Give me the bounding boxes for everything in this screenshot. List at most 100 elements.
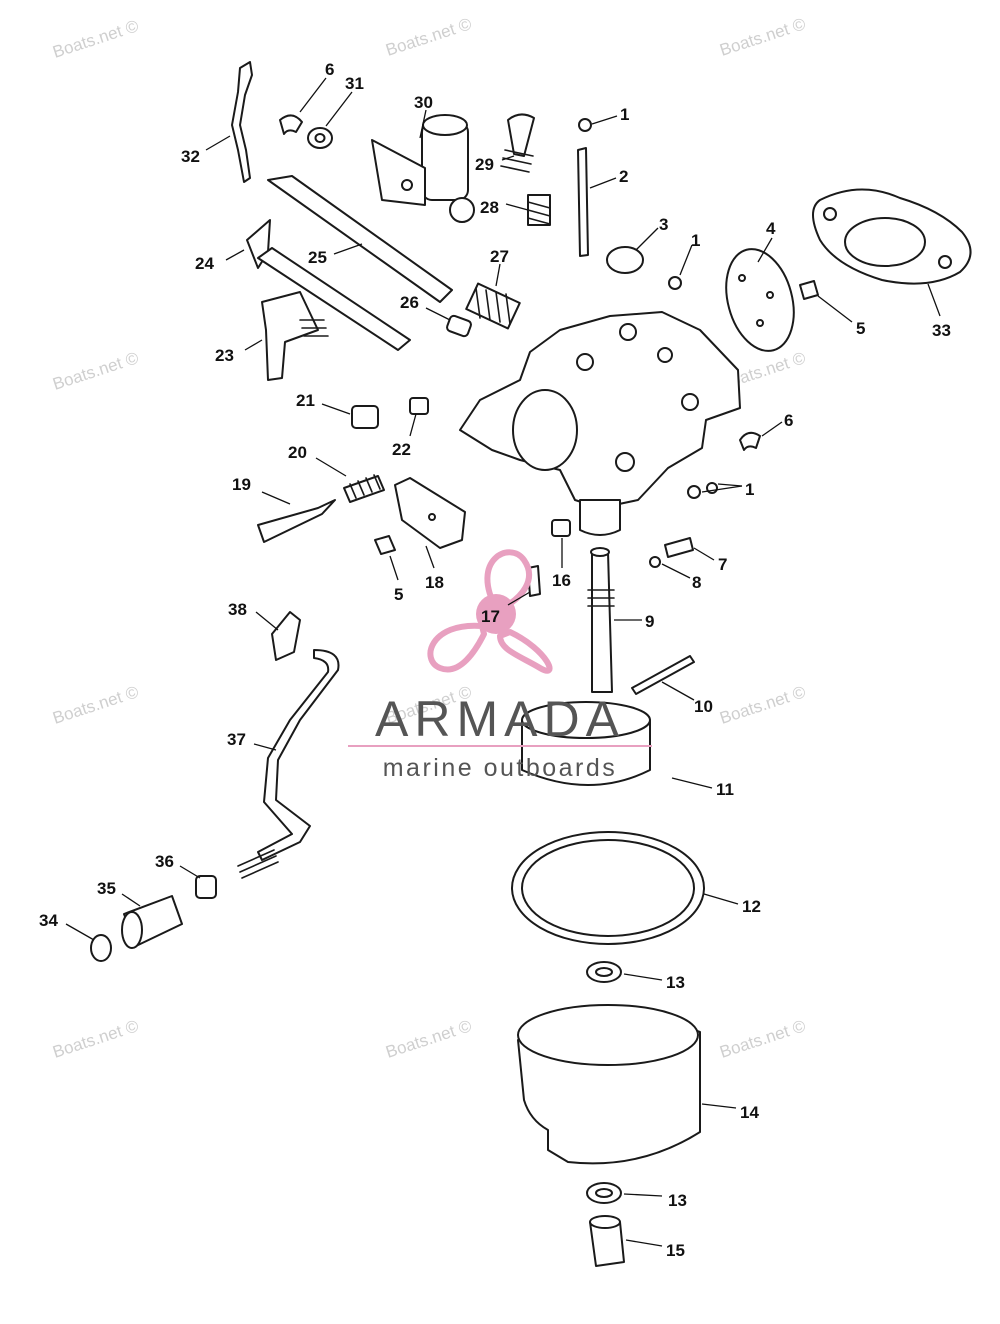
propeller-blade — [497, 629, 553, 674]
callout-label: 3 — [659, 215, 668, 234]
plate-hole — [428, 513, 436, 521]
callout-label: 25 — [308, 248, 327, 267]
leader-line — [679, 244, 693, 276]
float-hinge-top — [590, 547, 610, 557]
callout-label: 5 — [856, 319, 865, 338]
choke-rod-shape — [257, 649, 340, 861]
watermark: Boats.net © — [50, 16, 141, 62]
leader-line — [495, 263, 501, 287]
callout-label: 24 — [195, 254, 214, 273]
leader-line — [65, 923, 95, 941]
cover-plate-shape — [394, 477, 466, 549]
leader-line — [299, 77, 327, 113]
callout-label: 7 — [718, 555, 727, 574]
leader-line — [253, 743, 277, 751]
body-port — [619, 323, 637, 341]
callout-label: 14 — [740, 1103, 759, 1122]
callout-label: 2 — [619, 167, 628, 186]
screw-threads — [500, 149, 534, 173]
leader-line — [701, 485, 743, 493]
spring-shape — [343, 475, 385, 503]
callout-label: 9 — [645, 612, 654, 631]
parts-drawing — [90, 61, 972, 1267]
leader-line — [425, 545, 435, 569]
pin-shape — [577, 147, 589, 257]
e-clip-shape — [279, 114, 303, 135]
leader-line — [333, 243, 363, 255]
callout-label: 1 — [745, 480, 754, 499]
float-bowl-rim — [517, 1004, 699, 1066]
jet-shape — [409, 397, 429, 415]
diaphragm-hole — [766, 291, 774, 299]
choke-knob-face — [121, 911, 143, 949]
callout-label: 21 — [296, 391, 315, 410]
gasket-opening — [844, 217, 926, 267]
watermark: Boats.net © — [717, 14, 808, 60]
adjustment-screw-head — [507, 113, 535, 157]
leader-line — [625, 1239, 663, 1247]
brand-tagline: marine outboards — [383, 754, 618, 782]
callout-label: 29 — [475, 155, 494, 174]
leader-line — [321, 403, 351, 415]
drain-screw-top — [589, 1215, 621, 1229]
leader-line — [507, 591, 531, 606]
link-rod-shape — [231, 61, 253, 183]
callout-label: 4 — [766, 219, 776, 238]
sealing-washer-hole — [595, 967, 613, 977]
callout-label: 20 — [288, 443, 307, 462]
leader-line — [927, 283, 941, 317]
leader-line — [671, 777, 713, 789]
carburetor-body-shape — [459, 311, 741, 509]
body-port — [681, 393, 699, 411]
leader-line — [623, 1193, 663, 1197]
throttle-shaft-shape — [267, 175, 453, 303]
brand-name: ARMADA — [375, 691, 625, 747]
nut-shape — [195, 875, 217, 899]
leader-line — [591, 115, 618, 125]
fuel-elbow-shape — [261, 291, 319, 381]
callout-label: 22 — [392, 440, 411, 459]
callout-label: 32 — [181, 147, 200, 166]
watermark: Boats.net © — [50, 348, 141, 394]
callout-label: 13 — [666, 973, 685, 992]
carburetor-throat — [512, 389, 578, 471]
spring-shape — [465, 282, 521, 330]
spring-coils — [349, 474, 381, 499]
callout-label: 38 — [228, 600, 247, 619]
leader-line — [325, 91, 353, 127]
screw-head-shape — [374, 535, 396, 555]
callout-label: 19 — [232, 475, 251, 494]
body-port — [657, 347, 673, 363]
leader-line — [261, 491, 291, 505]
callout-label: 10 — [694, 697, 713, 716]
float-hinge-shape — [591, 551, 613, 693]
welch-plug-shape — [606, 246, 644, 274]
leader-line — [389, 555, 399, 581]
leader-line — [121, 893, 141, 907]
callout-label: 13 — [668, 1191, 687, 1210]
callout-label: 12 — [742, 897, 761, 916]
rod-threads — [237, 849, 279, 879]
plug-shape — [351, 405, 379, 429]
leader-line — [635, 227, 659, 251]
callout-label: 5 — [394, 585, 403, 604]
callout-label: 36 — [155, 852, 174, 871]
leader-line — [757, 237, 773, 263]
choke-shaft-shape — [257, 247, 411, 351]
leader-line — [693, 547, 715, 561]
retaining-ring-shape — [90, 934, 112, 962]
spring-shape — [527, 194, 551, 226]
leader-line — [255, 611, 279, 631]
callout-label: 26 — [400, 293, 419, 312]
leader-line — [505, 203, 529, 211]
leader-line — [661, 563, 691, 579]
gasket-bolt-hole — [823, 207, 837, 221]
mixture-needle-shape — [257, 499, 336, 543]
spring-shape — [664, 537, 694, 558]
leader-line — [761, 421, 783, 437]
leader-line — [589, 177, 617, 189]
diaphragm-hole — [756, 319, 764, 327]
leader-line — [717, 483, 743, 487]
